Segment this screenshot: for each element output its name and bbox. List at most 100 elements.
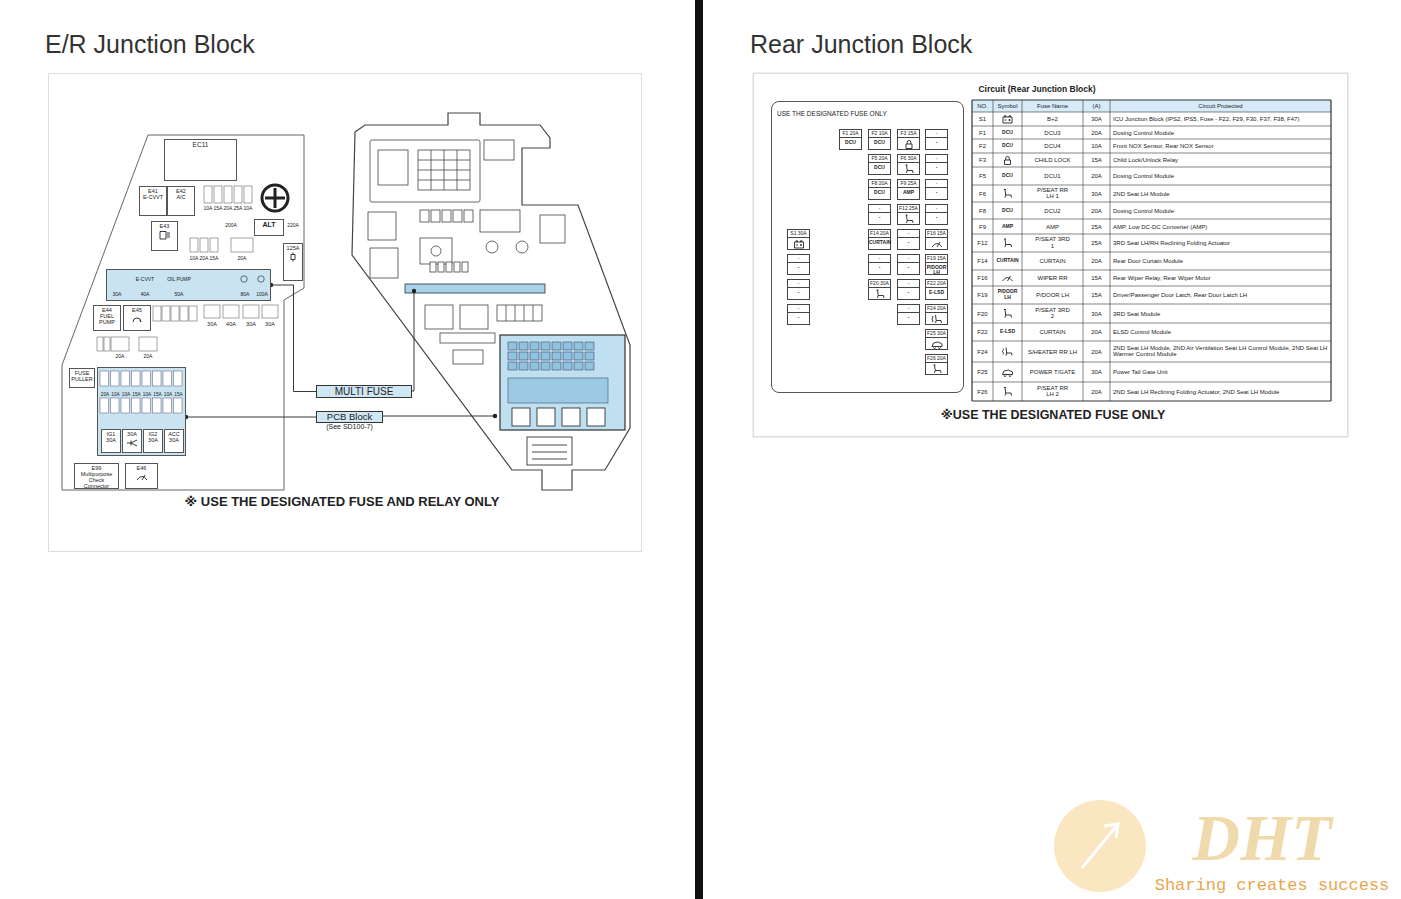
fuse bbox=[541, 352, 550, 360]
fuse bbox=[585, 362, 594, 370]
symbol-icon bbox=[1003, 348, 1013, 356]
node-text: A/C bbox=[176, 194, 185, 200]
table-cell-text: 30A bbox=[1083, 116, 1110, 123]
connector bbox=[484, 140, 514, 160]
node-title: - bbox=[926, 205, 947, 213]
fuse-cell: F14 20ACURTAIN bbox=[868, 229, 891, 250]
table-cell-text: Dosing Control Module bbox=[1113, 173, 1329, 180]
symbol-icon bbox=[903, 164, 915, 174]
fuse-cell: F8 20ADCU bbox=[868, 179, 891, 200]
fuse-cell: F2 10ADCU bbox=[868, 129, 891, 150]
symbol-icon bbox=[931, 314, 943, 324]
table-cell-text: F1 bbox=[972, 129, 993, 136]
table-rule bbox=[972, 400, 1331, 401]
fuse-symbol bbox=[210, 238, 218, 252]
node-title: E/R Junction Block bbox=[45, 32, 255, 57]
fuse-cell: F25 30A bbox=[925, 329, 948, 350]
table-cell-text: 20A bbox=[1083, 173, 1110, 180]
table-cell-text: DCU bbox=[994, 173, 1021, 179]
node-text: DCU bbox=[869, 138, 890, 146]
node-text: CURTAIN bbox=[869, 238, 890, 246]
node-text: P/DOOR LH bbox=[926, 263, 947, 276]
symbol-icon-path bbox=[932, 242, 942, 247]
node-text: 100A bbox=[256, 291, 268, 297]
table-cell-text: 20A bbox=[1083, 258, 1110, 265]
label-text: 20A bbox=[224, 206, 233, 212]
label-text: Circuit (Rear Junction Block) bbox=[978, 85, 1095, 95]
fuse-symbol bbox=[223, 305, 239, 318]
fuse-symbol bbox=[162, 306, 170, 321]
table-cell-text: NO. bbox=[972, 103, 993, 110]
table-cell-text: F14 bbox=[972, 258, 993, 265]
table-cell-text: F12 bbox=[972, 240, 993, 247]
fuse bbox=[431, 210, 440, 222]
table-cell-text: 3RD Seat Module bbox=[1113, 310, 1329, 317]
table-cell-text: Circuit Protected bbox=[1110, 103, 1331, 110]
table-cell-text: 15A bbox=[1083, 275, 1110, 282]
fuse-relay-box: E45 bbox=[123, 305, 151, 331]
label-text: ※ USE THE DESIGNATED FUSE AND RELAY ONLY bbox=[185, 495, 500, 510]
node-text: E-CVVT bbox=[143, 194, 163, 200]
node-title: - bbox=[926, 130, 947, 138]
watermark-logo bbox=[1054, 800, 1146, 892]
table-cell-text: F19 bbox=[972, 292, 993, 299]
junction-block-panel: E/R Junction BlockEC11E41E-CVVTE42A/CE43… bbox=[48, 73, 642, 552]
label-text: 30A bbox=[265, 321, 275, 327]
fuse-slot bbox=[174, 371, 183, 386]
fuse-slot bbox=[100, 371, 109, 386]
fuse-slot bbox=[111, 398, 120, 413]
node-text: - bbox=[926, 188, 947, 196]
node-title: EC11 bbox=[193, 141, 209, 148]
node-title: F22 20A bbox=[926, 280, 947, 288]
node-title: IG2 bbox=[149, 431, 158, 437]
table-cell-text: Front NOX Sensor, Rear NOX Sensor bbox=[1113, 143, 1329, 150]
pcb-block-area bbox=[500, 335, 625, 430]
table-rule bbox=[972, 99, 1331, 100]
leader-line bbox=[271, 285, 316, 392]
label-text: 25A bbox=[234, 206, 243, 212]
table-cell-text: 2ND Seat LH Module, 2ND Air Ventilation … bbox=[1113, 345, 1329, 359]
symbol-icon bbox=[1004, 388, 1012, 396]
fuse bbox=[508, 352, 517, 360]
fuse-cell: -- bbox=[787, 254, 810, 275]
node-title: 30A bbox=[127, 431, 137, 437]
node-title: - bbox=[898, 305, 919, 313]
table-cell-text: 30A bbox=[1083, 310, 1110, 317]
fuse-symbol bbox=[97, 337, 103, 351]
connector bbox=[418, 150, 470, 190]
fuse-relay-box: 30A bbox=[122, 429, 142, 453]
node-text: 10A bbox=[143, 392, 152, 397]
table-cell-text: DCU bbox=[994, 130, 1021, 136]
node-text: 30A bbox=[148, 437, 158, 443]
node-title: - bbox=[898, 280, 919, 288]
fuse bbox=[519, 362, 528, 370]
table-rule bbox=[972, 126, 1331, 127]
pcb-fuses bbox=[508, 342, 594, 370]
node-title: F8 20A bbox=[869, 180, 890, 188]
fuse-cell: -- bbox=[787, 279, 810, 300]
fuse-relay-box: IG130A bbox=[101, 429, 121, 453]
symbol-icon bbox=[1005, 157, 1011, 165]
symbol-icon-path bbox=[932, 342, 942, 349]
table-cell-text: Rear Door Curtain Module bbox=[1113, 258, 1329, 265]
callout-box: MULTI FUSE bbox=[316, 385, 412, 398]
node-text: E-CVVT bbox=[136, 276, 154, 282]
table-cell-text: Fuse Name bbox=[1022, 103, 1083, 110]
node-text: DCU bbox=[840, 138, 861, 146]
symbol-icon bbox=[159, 230, 171, 240]
symbol-icon-path bbox=[794, 240, 803, 247]
symbol-icon bbox=[1003, 370, 1013, 377]
fuse-relay-box: E42A/C bbox=[167, 186, 195, 216]
fuse-cell: F1 20ADCU bbox=[839, 129, 862, 150]
fuse bbox=[563, 352, 572, 360]
fuse-cell: F6 30A bbox=[897, 154, 920, 175]
label-text: 30A bbox=[207, 321, 217, 327]
fuse-relay-box: IG230A bbox=[143, 429, 163, 453]
fuse bbox=[585, 352, 594, 360]
symbol-icon bbox=[136, 472, 148, 482]
node-text: OIL PUMP bbox=[167, 276, 191, 282]
table-rule bbox=[1330, 100, 1331, 401]
table-cell-text: Child Lock/Unlock Relay bbox=[1113, 157, 1329, 164]
fuse-slot bbox=[153, 371, 162, 386]
